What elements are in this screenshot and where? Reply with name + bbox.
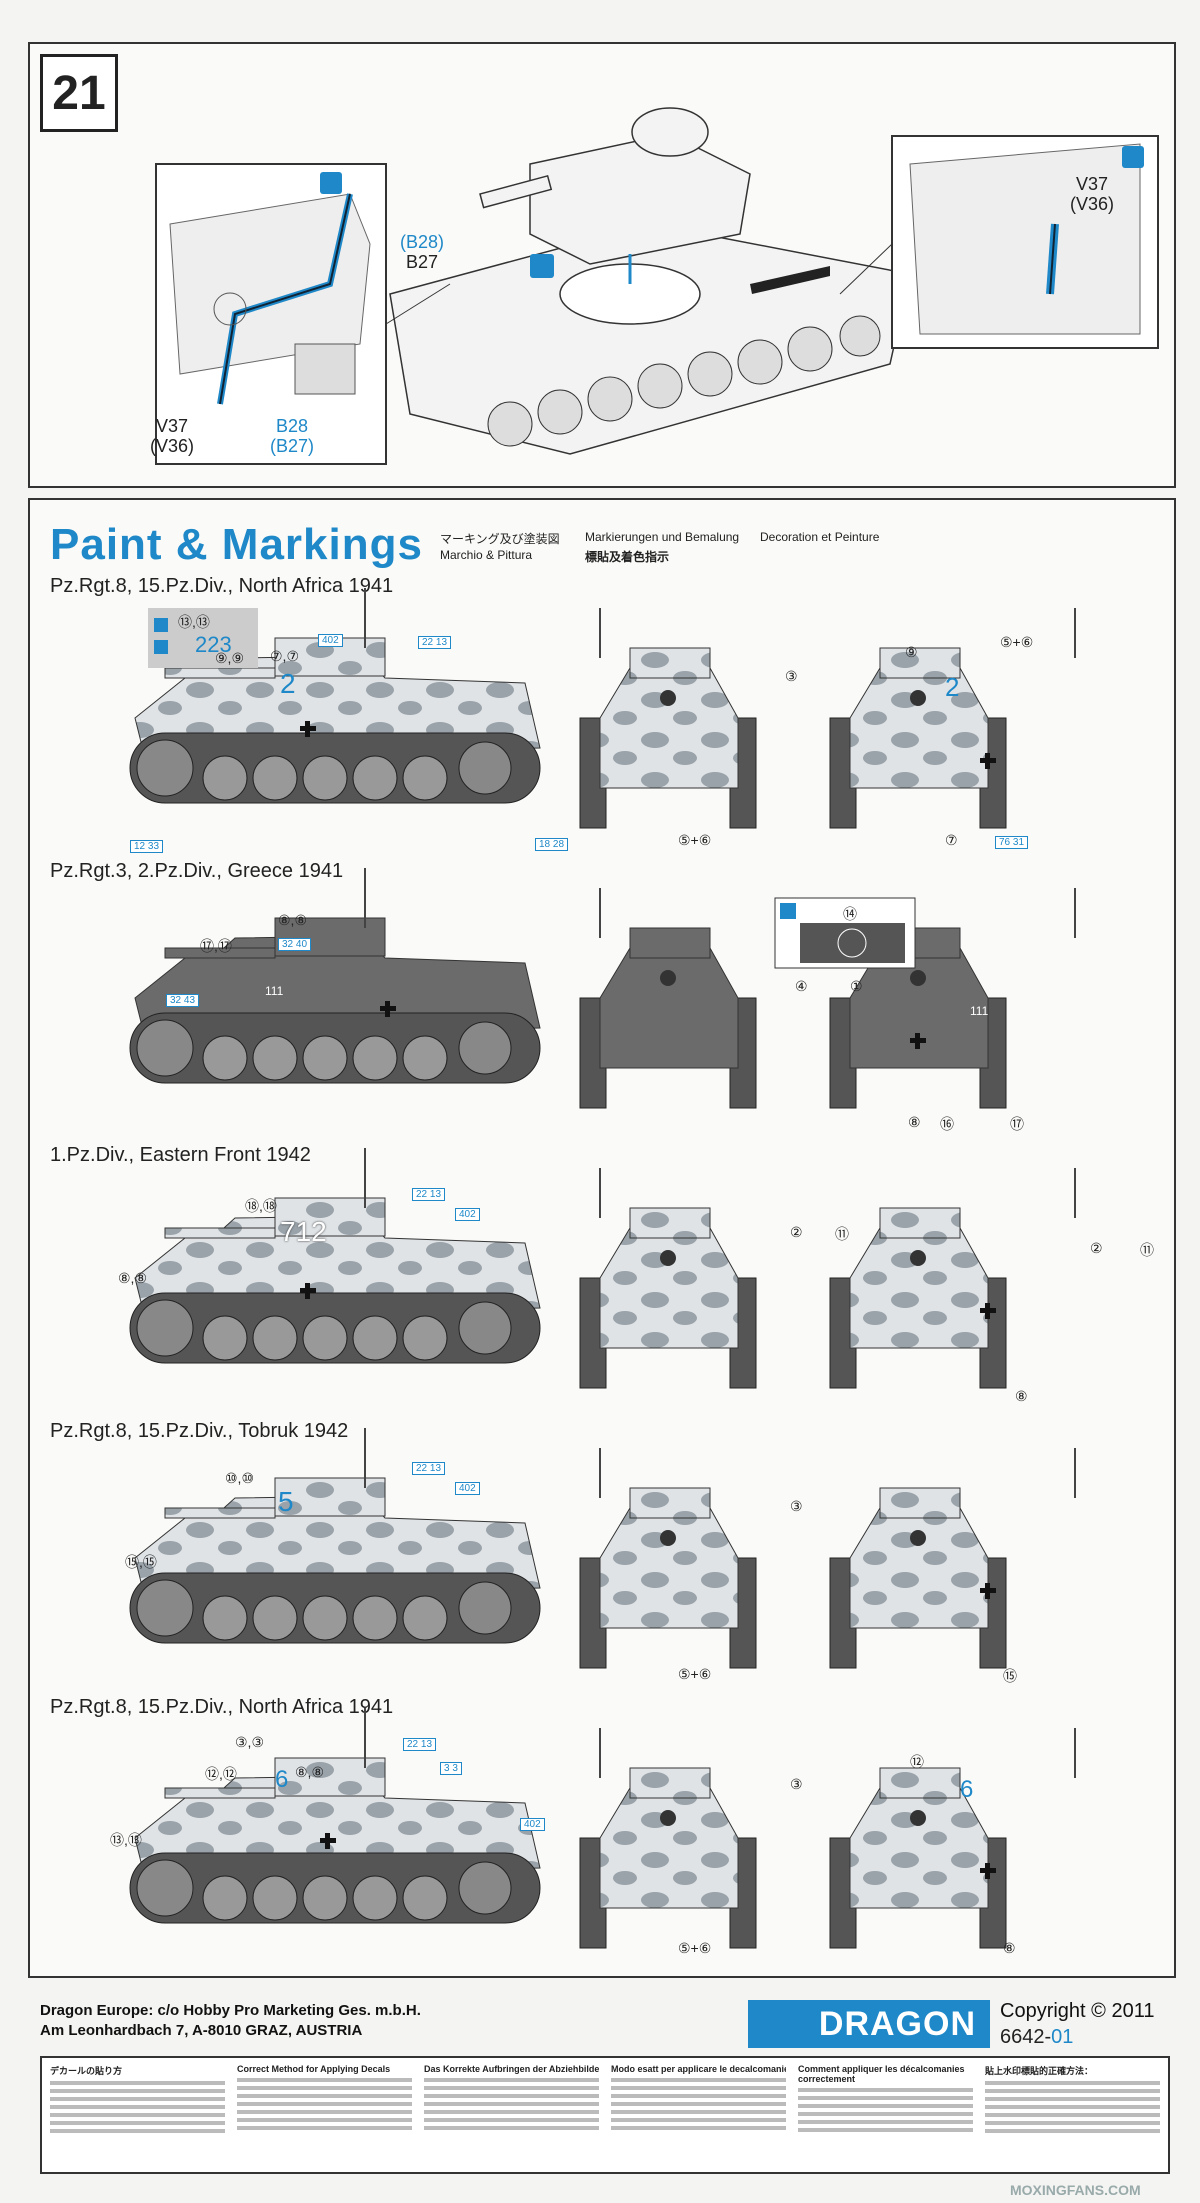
decal-instructions: デカールの貼り方 Correct Method for Applying Dec… [40, 2056, 1170, 2174]
turret-number-5-rear: 6 [960, 1776, 974, 1803]
subtitle-fr: Decoration et Peinture [760, 530, 880, 544]
badge-2-0: 32 40 [278, 938, 312, 951]
callout-2-3: ④ [795, 978, 808, 994]
callout-5-1: ⑫,⑫ [205, 1766, 237, 1782]
badge-5-2: 402 [520, 1818, 545, 1831]
callout-1-4: ⑤+⑥ [1000, 634, 1034, 650]
badge-2-1: 32 43 [166, 994, 200, 1007]
scheme-title-1: Pz.Rgt.8, 15.Pz.Div., North Africa 1941 [50, 575, 394, 597]
label-v37-right: V37(V36) [1070, 174, 1115, 214]
callout-2-4: ① [850, 978, 863, 994]
callout-5-7: ⑧ [1003, 1940, 1016, 1956]
turret-number-1-rear: 2 [945, 672, 960, 702]
callout-2-5: ⑧ [908, 1114, 921, 1130]
instr-heading-ja: デカールの貼り方 [50, 2066, 123, 2076]
turret-number-5: 6 [275, 1766, 289, 1793]
paint-markings-title: Paint & Markings [50, 520, 423, 569]
address-line-2: Am Leonhardbach 7, A-8010 GRAZ, AUSTRIA [40, 2022, 363, 2039]
instr-heading-de: Das Korrekte Aufbringen der Abziehbilder [424, 2064, 599, 2074]
tank-views [129, 588, 1076, 1949]
instr-col-it: Modo esatt per applicare le decalcomanie [611, 2064, 786, 2170]
turret-number-1: 2 [280, 668, 296, 699]
callout-5-0: ③,③ [235, 1734, 264, 1750]
badge-5-1: 3 3 [440, 1762, 462, 1775]
badge-4-1: 402 [455, 1482, 480, 1495]
badge-1-1: 22 13 [418, 636, 452, 649]
callout-5-3: ⑬,⑬ [110, 1832, 142, 1848]
callout-3-1: ⑧,⑧ [118, 1270, 147, 1286]
step-21-panel: 21 (B28)B [28, 42, 1176, 488]
turret-number-4: 5 [278, 1486, 294, 1517]
label-b28-b27-center: (B28)B27 [400, 232, 445, 272]
callout-3-4: ② [1090, 1240, 1103, 1256]
callout-4-4: ⑮ [1003, 1668, 1017, 1684]
callout-2-0: ⑧,⑧ [278, 912, 307, 928]
product-code: 6642-01 [1000, 2026, 1073, 2049]
turret-number-3: 712 [280, 1216, 327, 1247]
label-v37-left: V37(V36) [150, 416, 195, 456]
copyright: Copyright © 2011 [1000, 2000, 1155, 2022]
callout-3-0: ⑱,⑱ [245, 1198, 277, 1214]
instr-heading-fr: Comment appliquer les décalcomanies corr… [798, 2064, 965, 2084]
assembly-drawing [155, 107, 1159, 465]
step-number: 21 [40, 54, 118, 132]
label-b28-left: B28(B27) [270, 416, 315, 456]
address-line-1: Dragon Europe: c/o Hobby Pro Marketing G… [40, 2002, 421, 2019]
instr-heading-it: Modo esatt per applicare le decalcomanie [611, 2064, 786, 2074]
callout-4-3: ⑤+⑥ [678, 1666, 712, 1682]
callout-3-3: ⑪ [835, 1226, 849, 1242]
scheme-title-5: Pz.Rgt.8, 15.Pz.Div., North Africa 1941 [50, 1696, 394, 1718]
callout-3-5: ⑪ [1140, 1242, 1154, 1258]
scheme-title-2: Pz.Rgt.3, 2.Pz.Div., Greece 1941 [50, 860, 344, 882]
callout-5-5: ⑤+⑥ [678, 1940, 712, 1956]
callout-2-7: ⑰ [1010, 1116, 1024, 1132]
badge-5-0: 22 13 [403, 1738, 437, 1751]
instr-heading-zh: 貼上水印標貼的正確方法： [985, 2066, 1094, 2076]
badge-1-3: 18 28 [535, 838, 569, 851]
instr-col-de: Das Korrekte Aufbringen der Abziehbilder [424, 2064, 599, 2170]
callout-1-5: ③ [785, 668, 798, 684]
callout-1-2: ⑦,⑦ [270, 648, 299, 664]
inset-number-1: 223 [195, 632, 232, 657]
callout-5-6: ⑫ [910, 1754, 924, 1770]
badge-3-0: 22 13 [412, 1188, 446, 1201]
callout-1-3: ⑨ [905, 644, 918, 660]
instr-col-fr: Comment appliquer les décalcomanies corr… [798, 2064, 973, 2170]
callout-4-1: ⑮,⑮ [125, 1554, 157, 1570]
callout-2-2: ⑭ [843, 906, 857, 922]
callout-2-6: ⑯ [940, 1116, 954, 1132]
instr-col-ja: デカールの貼り方 [50, 2064, 225, 2170]
callout-3-2: ② [790, 1224, 803, 1240]
callout-5-4: ③ [790, 1776, 803, 1792]
badge-3-1: 402 [455, 1208, 480, 1221]
subtitle-it: Marchio & Pittura [440, 548, 533, 562]
badge-1-0: 402 [318, 634, 343, 647]
subtitle-de: Markierungen und Bemalung [585, 530, 740, 544]
product-code-main: 6642- [1000, 2026, 1052, 2048]
callout-1-7: ⑦ [945, 832, 958, 848]
turret-number-2: 111 [265, 984, 284, 998]
subtitle-ja: マーキング及び塗装図 [440, 532, 560, 546]
turret-number-2-rear: 111 [970, 1004, 989, 1018]
dragon-logo: DRAGON [748, 2000, 990, 2048]
badge-1-4: 76 31 [995, 836, 1029, 849]
instr-heading-en: Correct Method for Applying Decals [237, 2064, 391, 2074]
subtitle-zh: 標貼及着色指示 [585, 550, 670, 564]
callout-1-0: ⑬,⑬ [178, 614, 210, 630]
callout-1-1: ⑨,⑨ [215, 650, 244, 666]
callout-5-2: ⑧,⑧ [295, 1764, 324, 1780]
badge-4-0: 22 13 [412, 1462, 446, 1475]
watermark: MOXINGFANS.COM [1010, 2182, 1141, 2198]
scheme-title-4: Pz.Rgt.8, 15.Pz.Div., Tobruk 1942 [50, 1420, 349, 1442]
callout-4-2: ③ [790, 1498, 803, 1514]
callout-2-1: ⑰,⑰ [200, 938, 232, 954]
instr-col-zh: 貼上水印標貼的正確方法： [985, 2064, 1160, 2170]
callout-1-6: ⑤+⑥ [678, 832, 712, 848]
callout-4-0: ⑩,⑩ [225, 1470, 254, 1486]
callout-3-6: ⑧ [1015, 1388, 1028, 1404]
product-code-suffix: 01 [1051, 2026, 1074, 2048]
scheme-title-3: 1.Pz.Div., Eastern Front 1942 [50, 1144, 311, 1166]
badge-1-2: 12 33 [130, 840, 164, 853]
instr-col-en: Correct Method for Applying Decals [237, 2064, 412, 2170]
